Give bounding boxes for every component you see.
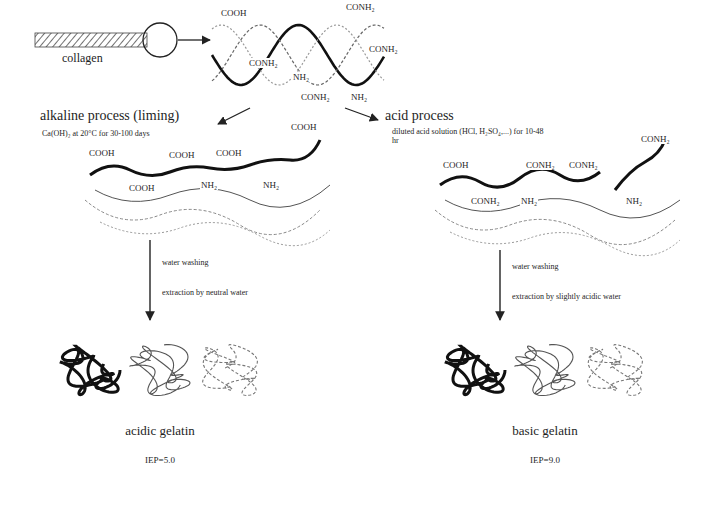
chem-group-label: CONH₂ — [368, 44, 399, 54]
process-heading: acid process — [385, 108, 454, 124]
chem-group-label: CONH₂ — [248, 58, 279, 68]
collagen-fiber — [35, 33, 147, 47]
process-condition: diluted acid solution (HCl, H₂SO₄,...) f… — [392, 127, 552, 145]
fiber-label: collagen — [62, 52, 103, 66]
helix-strand — [212, 25, 384, 85]
chem-group-label: CONH₂ — [568, 160, 599, 170]
random-coil — [588, 345, 643, 396]
chem-group-label: COOH — [88, 148, 116, 158]
chem-group-label: NH₂ — [625, 196, 643, 206]
chem-group-label: NH₂ — [262, 180, 280, 190]
product-label: acidic gelatin — [125, 424, 195, 439]
random-coil — [515, 345, 575, 396]
random-coil — [203, 345, 258, 396]
gelatin-coils — [60, 345, 642, 396]
chem-group-label: COOH — [128, 183, 156, 193]
triple-helix — [212, 25, 384, 85]
down-arrow — [149, 240, 150, 320]
chem-group-label: NH₂ — [350, 92, 368, 102]
step-label: extraction by neutral water — [162, 288, 248, 297]
process-heading: alkaline process (liming) — [40, 108, 179, 124]
process-condition: Ca(OH)₂ at 20°C for 30-100 days — [42, 129, 150, 138]
zoom-arrow — [178, 39, 210, 40]
iep-value: IEP=9.0 — [530, 455, 560, 465]
chem-group-label: CONH₂ — [345, 2, 376, 12]
chem-group-label: NH₂ — [200, 180, 218, 190]
step-label: extraction by slightly acidic water — [512, 292, 621, 301]
helix-strand — [212, 25, 384, 85]
chem-group-label: COOH — [220, 8, 248, 18]
chem-group-label: CONH₂ — [300, 92, 331, 102]
chem-group-label: NH₂ — [520, 196, 538, 206]
branch-arrow — [345, 108, 378, 120]
product-label: basic gelatin — [512, 424, 577, 439]
step-label: water washing — [512, 262, 558, 271]
random-coil — [130, 345, 190, 396]
chem-group-label: COOH — [215, 148, 243, 158]
iep-value: IEP=5.0 — [145, 455, 175, 465]
chem-group-label: COOH — [168, 150, 196, 160]
zoom-circle — [143, 23, 177, 57]
chem-group-label: CONH₂ — [640, 134, 671, 144]
step-label: water washing — [162, 258, 208, 267]
helix-strand — [212, 25, 384, 85]
down-arrow — [499, 250, 500, 320]
random-coil — [445, 346, 505, 394]
chem-group-label: COOH — [290, 122, 318, 132]
branch-arrow — [218, 108, 250, 124]
acid-chains — [435, 140, 680, 256]
chem-group-label: CONH₂ — [525, 160, 556, 170]
random-coil — [60, 346, 120, 394]
chem-group-label: COOH — [442, 160, 470, 170]
chem-group-label: NH₂ — [292, 72, 310, 82]
chem-group-label: CONH₂ — [470, 196, 501, 206]
alkaline-chains — [85, 140, 330, 246]
